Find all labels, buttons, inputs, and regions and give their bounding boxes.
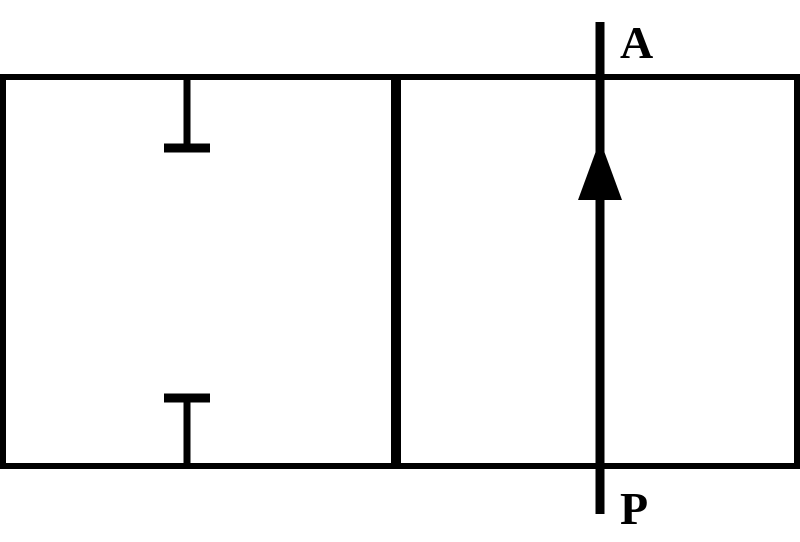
valve-envelopes [0, 74, 800, 469]
left-envelope-blocked-ports [164, 80, 210, 463]
right-envelope-flow-path [578, 22, 622, 514]
flow-arrow-icon [578, 140, 622, 200]
tee-stop-icon-top [164, 80, 210, 153]
port-label-a: A [620, 17, 653, 68]
port-label-p: P [620, 483, 648, 534]
tee-stop-icon-bottom [164, 393, 210, 463]
